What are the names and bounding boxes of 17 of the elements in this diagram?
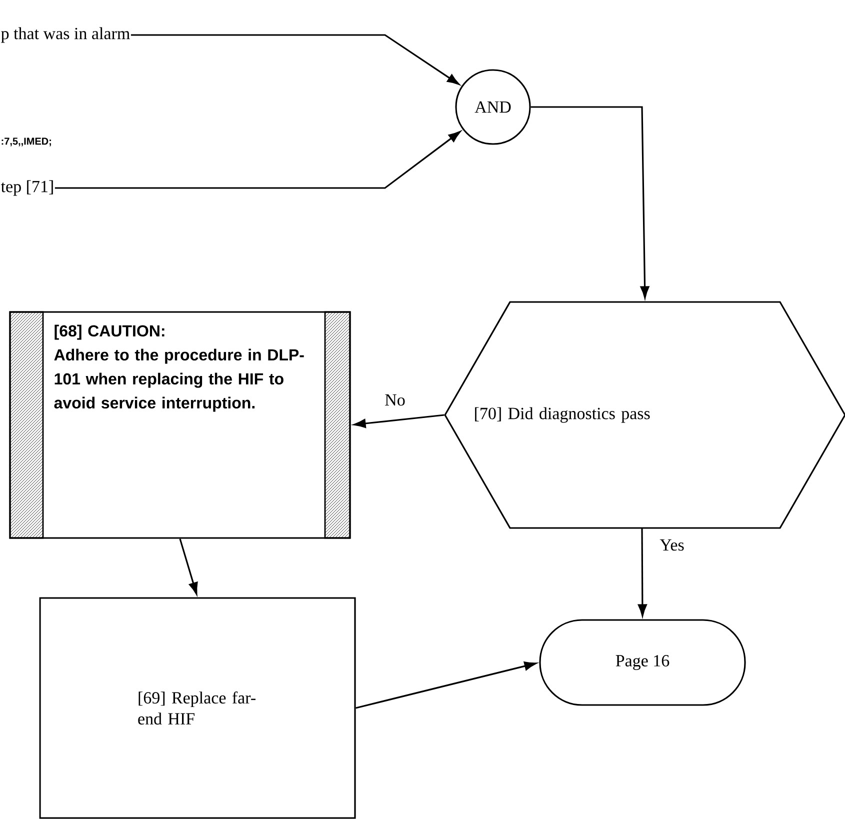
- input-text: tep [71]: [0, 180, 53, 196]
- label: :7,5,,IMED;: [2, 138, 51, 146]
- arrow: [354, 414, 444, 428]
- arrow: [54, 131, 461, 189]
- caution-box: [9, 311, 44, 539]
- terminator-box: Page 16: [539, 619, 746, 706]
- arrow: [356, 662, 536, 709]
- caution-box: [68] CAUTION: Adhere to the procedure in DLP-101 when replacing the HIF to avoid service interruption.: [54, 311, 351, 539]
- arrow: [130, 34, 460, 85]
- edge-label: No: [382, 392, 408, 408]
- input-text: p that was in alarm: [1, 27, 130, 43]
- decision-hexagon: [70] Did diagnostics pass: [444, 301, 845, 529]
- process-box: [69] Replace far-end HIF: [39, 597, 356, 819]
- arrow: [638, 528, 647, 616]
- edge-label: Yes: [658, 537, 686, 553]
- arrow: [530, 106, 650, 298]
- arrow: [179, 538, 198, 594]
